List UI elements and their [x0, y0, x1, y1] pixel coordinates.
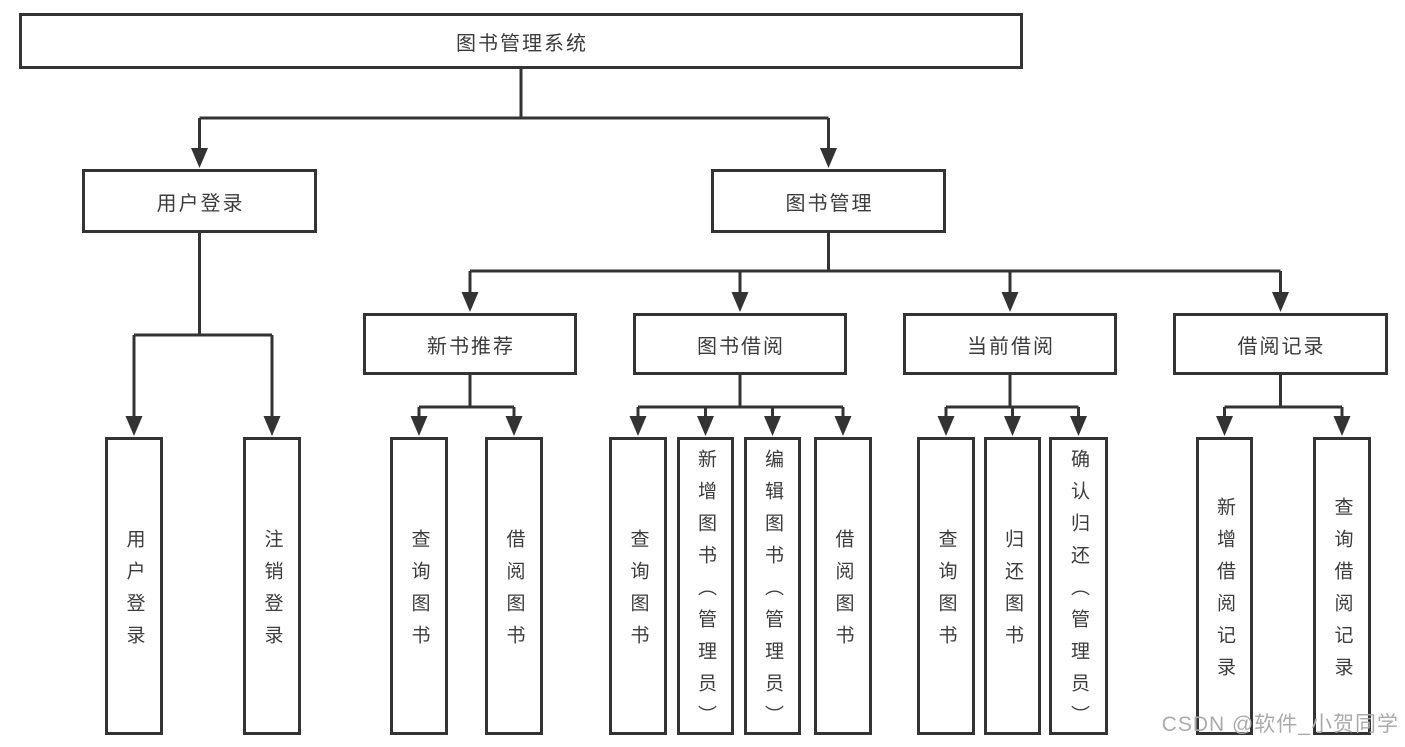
arrow-down-icon [1272, 292, 1289, 312]
node-label: 查询图书 [627, 528, 649, 657]
node-new-book-recommend: 新书推荐 [363, 313, 577, 375]
leaf-user-login: 用户登录 [105, 437, 163, 735]
node-label: 当前借阅 [967, 335, 1055, 358]
arrow-down-icon [764, 416, 781, 436]
csdn-watermark: CSDN @软件_小贺同学 [1161, 713, 1399, 736]
node-current-borrowing: 当前借阅 [903, 313, 1117, 375]
arrow-down-icon [629, 416, 647, 436]
leaf-query-borrow-record: 查询借阅记录 [1313, 437, 1371, 735]
node-label: 图书管理系统 [456, 32, 588, 55]
leaf-borrow-books-recommend: 借阅图书 [485, 437, 543, 735]
arrow-down-icon [820, 148, 837, 168]
node-library-management-system: 图书管理系统 [19, 13, 1023, 69]
node-label: 借阅记录 [1237, 335, 1326, 358]
node-label: 注销登录 [261, 528, 283, 657]
leaf-query-books-recommend: 查询图书 [390, 437, 448, 735]
node-label: 编辑图书（管理员） [762, 448, 783, 737]
node-label: 用户登录 [123, 528, 145, 657]
leaf-query-books-borrowing: 查询图书 [609, 437, 667, 735]
arrow-down-icon [1333, 416, 1351, 436]
node-label: 新增借阅记录 [1214, 496, 1235, 689]
node-user-login: 用户登录 [82, 169, 317, 233]
arrow-down-icon [125, 416, 143, 436]
leaf-confirm-return-admin: 确认归还（管理员） [1049, 437, 1108, 737]
node-label: 图书借阅 [697, 335, 785, 358]
edge-root-to-level1 [198, 69, 830, 148]
node-label: 归还图书 [1002, 528, 1023, 657]
arrow-down-icon [1216, 416, 1233, 436]
edge-current-borrowing-to-leaves [944, 375, 1080, 417]
node-label: 确认归还（管理员） [1068, 448, 1089, 737]
node-label: 图书管理 [785, 192, 874, 215]
edge-book-management-to-level2 [468, 233, 1282, 292]
node-label: 新书推荐 [427, 335, 515, 358]
arrow-down-icon [1001, 292, 1019, 312]
node-label: 新增图书（管理员） [695, 448, 716, 737]
edge-new-book-recommend-to-leaves [417, 375, 516, 417]
arrow-down-icon [1070, 416, 1087, 436]
leaf-edit-book-admin: 编辑图书（管理员） [744, 437, 801, 737]
node-label: 查询图书 [408, 528, 430, 657]
node-book-borrowing: 图书借阅 [633, 313, 847, 375]
arrow-down-icon [505, 416, 523, 436]
node-label: 查询图书 [935, 528, 957, 657]
arrow-down-icon [191, 148, 208, 168]
leaf-query-books-current: 查询图书 [917, 437, 975, 735]
arrow-down-icon [410, 416, 428, 436]
node-label: 借阅图书 [503, 528, 525, 657]
edge-borrow-records-to-leaves [1223, 375, 1344, 417]
leaf-add-book-admin: 新增图书（管理员） [677, 437, 734, 737]
arrow-down-icon [1004, 416, 1021, 436]
arrow-down-icon [697, 416, 714, 436]
leaf-logout: 注销登录 [243, 437, 301, 735]
node-label: 借阅图书 [832, 528, 854, 657]
node-label: 用户登录 [156, 192, 245, 215]
arrow-down-icon [263, 416, 281, 436]
edge-user-login-to-leaves [132, 233, 274, 417]
arrow-down-icon [834, 416, 852, 436]
arrowheads [125, 148, 1351, 436]
leaf-return-book: 归还图书 [984, 437, 1041, 735]
leaf-borrow-books-borrowing: 借阅图书 [814, 437, 872, 735]
arrow-down-icon [731, 292, 749, 312]
node-label: 查询借阅记录 [1331, 496, 1353, 689]
node-book-management: 图书管理 [711, 169, 946, 233]
edge-book-borrowing-to-leaves [636, 375, 845, 417]
node-borrow-records: 借阅记录 [1173, 313, 1388, 375]
leaf-add-borrow-record: 新增借阅记录 [1196, 437, 1253, 735]
arrow-down-icon [461, 292, 479, 312]
arrow-down-icon [937, 416, 955, 436]
